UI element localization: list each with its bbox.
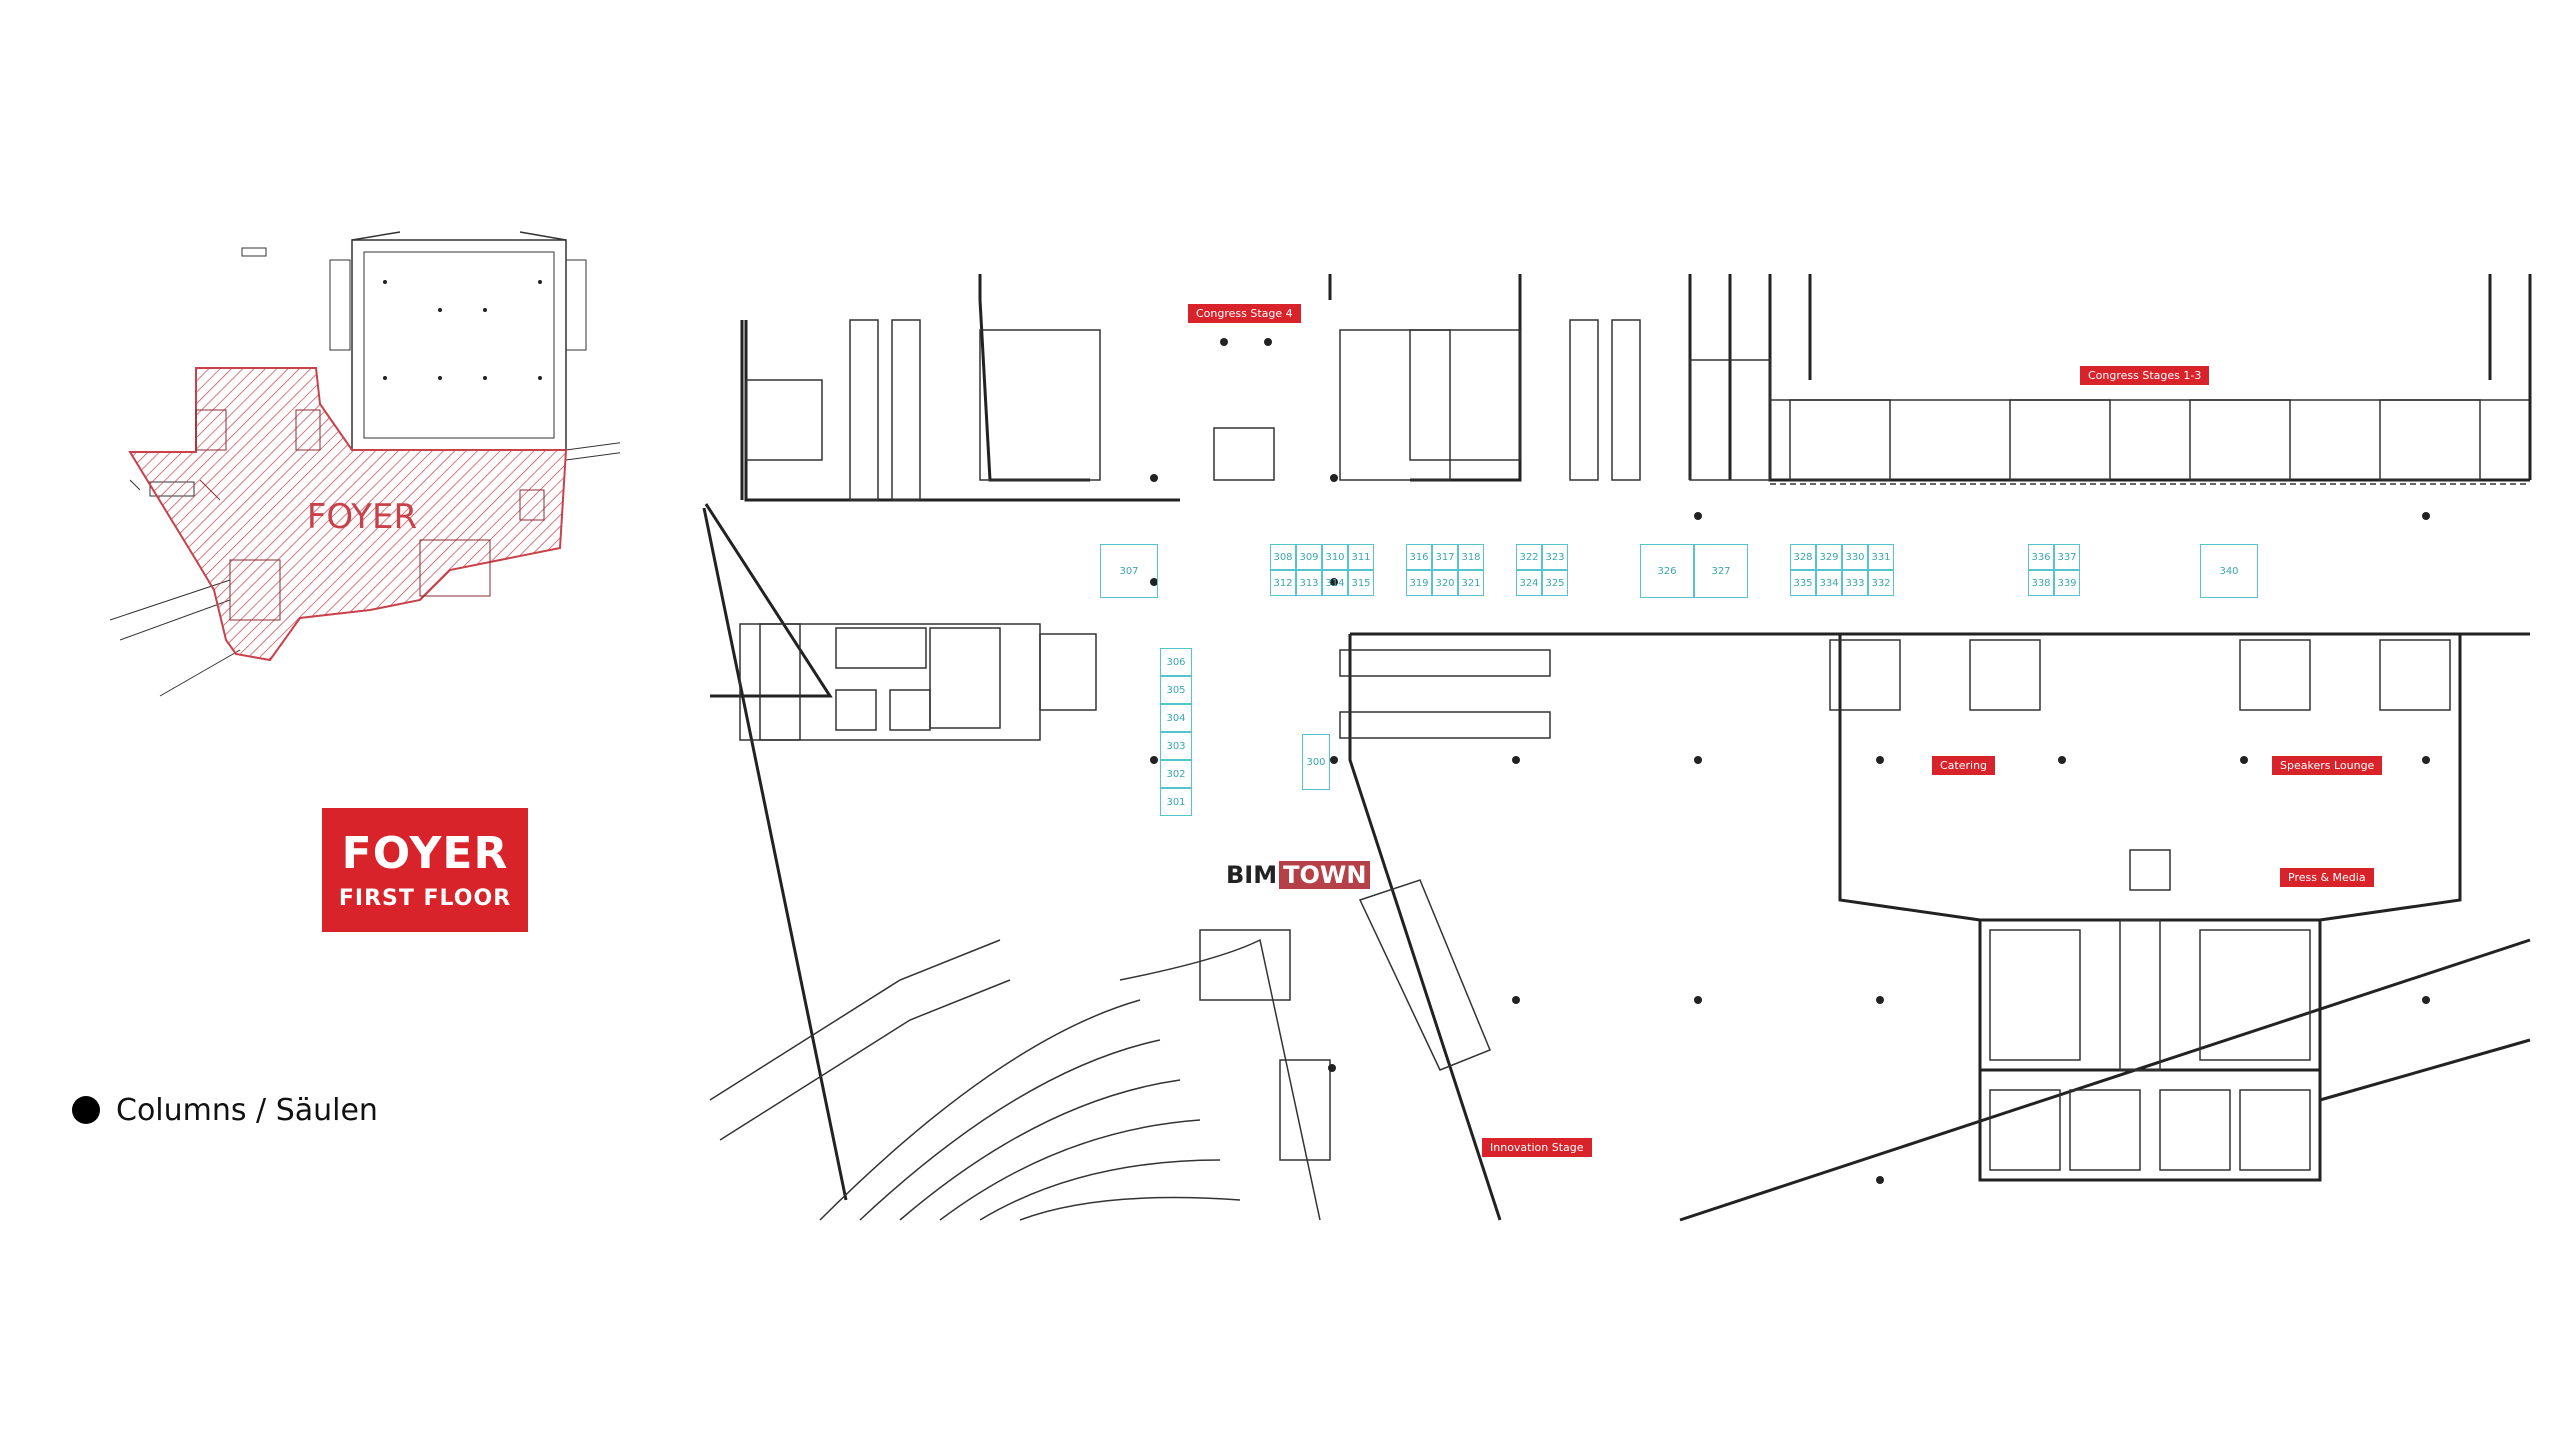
booth-319[interactable]: 319 — [1406, 570, 1432, 596]
booth-311[interactable]: 311 — [1348, 544, 1374, 570]
booth-306[interactable]: 306 — [1160, 648, 1192, 676]
booth-326[interactable]: 326 — [1640, 544, 1694, 598]
overview-foyer-details — [195, 409, 545, 621]
title-line-2: FIRST FLOOR — [338, 886, 512, 911]
booth-335[interactable]: 335 — [1790, 570, 1816, 596]
booth-303[interactable]: 303 — [1160, 732, 1192, 760]
booth-313[interactable]: 313 — [1296, 570, 1322, 596]
booth-317[interactable]: 317 — [1432, 544, 1458, 570]
booth-308[interactable]: 308 — [1270, 544, 1296, 570]
booth-304[interactable]: 304 — [1160, 704, 1192, 732]
label-press-media[interactable]: Press & Media — [2280, 868, 2374, 887]
title-line-1: FOYER — [341, 828, 509, 879]
overview-foyer-area — [128, 367, 568, 662]
booth-321[interactable]: 321 — [1458, 570, 1484, 596]
interior-walls — [709, 319, 2530, 1221]
outer-walls — [702, 274, 2532, 1222]
booth-302[interactable]: 302 — [1160, 760, 1192, 788]
bimtown-logo[interactable]: BIM TOWN — [1226, 860, 1371, 890]
booth-323[interactable]: 323 — [1542, 544, 1568, 570]
booth-330[interactable]: 330 — [1842, 544, 1868, 570]
title-box: FOYER FIRST FLOOR — [322, 808, 528, 932]
booth-300[interactable]: 300 — [1302, 734, 1330, 790]
booth-339[interactable]: 339 — [2054, 570, 2080, 596]
overview-lines — [109, 442, 620, 697]
booth-340[interactable]: 340 — [2200, 544, 2258, 598]
booth-312[interactable]: 312 — [1270, 570, 1296, 596]
label-catering[interactable]: Catering — [1932, 756, 1996, 775]
booth-329[interactable]: 329 — [1816, 544, 1842, 570]
booth-320[interactable]: 320 — [1432, 570, 1458, 596]
booth-305[interactable]: 305 — [1160, 676, 1192, 704]
overview-columns — [383, 280, 542, 380]
booth-338[interactable]: 338 — [2028, 570, 2054, 596]
booth-324[interactable]: 324 — [1516, 570, 1542, 596]
booth-307[interactable]: 307 — [1100, 544, 1158, 598]
columns[interactable] — [1150, 338, 2430, 1184]
label-speakers-lounge[interactable]: Speakers Lounge — [2272, 756, 2383, 775]
booth-336[interactable]: 336 — [2028, 544, 2054, 570]
booth-331[interactable]: 331 — [1868, 544, 1894, 570]
booth-328[interactable]: 328 — [1790, 544, 1816, 570]
booth-337[interactable]: 337 — [2054, 544, 2080, 570]
bimtown-part-2: TOWN — [1279, 861, 1371, 889]
booth-332[interactable]: 332 — [1868, 570, 1894, 596]
legend: Columns / Säulen — [72, 1090, 378, 1130]
overview-foyer-label: FOYER — [307, 497, 417, 537]
booth-318[interactable]: 318 — [1458, 544, 1484, 570]
legend-text: Columns / Säulen — [116, 1092, 378, 1128]
booth-334[interactable]: 334 — [1816, 570, 1842, 596]
booth-316[interactable]: 316 — [1406, 544, 1432, 570]
label-congress-stage-4[interactable]: Congress Stage 4 — [1188, 304, 1301, 323]
booth-333[interactable]: 333 — [1842, 570, 1868, 596]
overview-minimap: FOYER — [109, 231, 620, 697]
booth-327[interactable]: 327 — [1694, 544, 1748, 598]
booth-310[interactable]: 310 — [1322, 544, 1348, 570]
booth-325[interactable]: 325 — [1542, 570, 1568, 596]
booth-301[interactable]: 301 — [1160, 788, 1192, 816]
column-dot-icon — [72, 1096, 100, 1124]
bimtown-part-1: BIM — [1226, 861, 1278, 889]
booth-309[interactable]: 309 — [1296, 544, 1322, 570]
booth-322[interactable]: 322 — [1516, 544, 1542, 570]
booth-315[interactable]: 315 — [1348, 570, 1374, 596]
label-innovation-stage[interactable]: Innovation Stage — [1482, 1138, 1592, 1157]
label-congress-stages-1-3[interactable]: Congress Stages 1-3 — [2080, 366, 2210, 385]
booth-314[interactable]: 314 — [1322, 570, 1348, 596]
